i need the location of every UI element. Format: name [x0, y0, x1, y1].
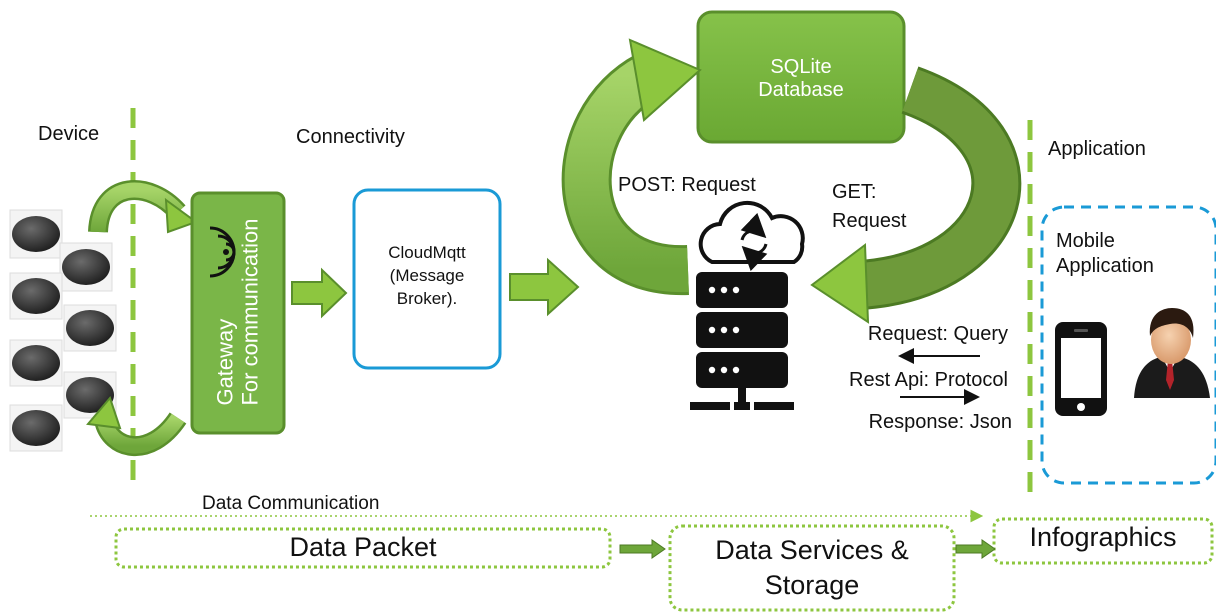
section-label-device: Device	[38, 123, 100, 145]
cloud-server-icon	[690, 200, 805, 410]
get-request-label: GET: Request	[832, 181, 907, 233]
mobile-app-label: Mobile Application	[1056, 230, 1154, 278]
section-label-application: Application	[1048, 138, 1146, 160]
request-query-label: Request: Query	[867, 323, 1008, 345]
infographics-label: Infographics	[1029, 522, 1177, 552]
data-packet-box	[114, 527, 612, 569]
section-label-connectivity: Connectivity	[296, 126, 405, 148]
broker-label-line3: Broker).	[396, 288, 458, 308]
gateway-label-line2: For communication	[238, 218, 263, 406]
database-label: SQLite Database	[700, 56, 902, 102]
response-label: Response: Json	[868, 411, 1012, 433]
data-services-line2: Storage	[764, 569, 860, 600]
mobile-app-line2: Application	[1056, 255, 1154, 277]
gateway-label-line1: Gateway	[212, 318, 238, 406]
gateway-label: Gateway For communication	[194, 195, 282, 430]
database-label-line2: Database	[758, 79, 844, 101]
broker-label-line2: (Message	[389, 265, 465, 285]
user-avatar-icon	[1134, 308, 1210, 398]
infographics-box	[992, 517, 1214, 565]
gateway-box	[190, 191, 286, 435]
get-request-line2: Request	[832, 210, 907, 232]
arrow-packet-to-services	[619, 539, 666, 559]
smartphone-icon	[1055, 322, 1107, 416]
get-request-line1: GET:	[832, 181, 877, 203]
data-services-label: Data Services & Storage	[672, 533, 952, 602]
arrow-gateway-to-broker	[291, 267, 348, 319]
mobile-app-box	[1040, 205, 1216, 485]
sensor-device-icon	[9, 209, 117, 452]
mobile-app-line1: Mobile	[1056, 230, 1115, 252]
arrow-broker-to-server	[509, 257, 580, 317]
arrow-services-to-infographics	[955, 539, 996, 559]
rest-api-label: Rest Api: Protocol	[849, 369, 1008, 391]
wifi-signal-icon	[209, 226, 236, 278]
broker-label: CloudMqtt (Message Broker).	[356, 242, 498, 311]
data-services-box	[668, 524, 956, 612]
broker-box	[352, 188, 502, 370]
data-services-line1: Data Services &	[715, 535, 909, 565]
data-communication-label: Data Communication	[202, 493, 380, 514]
database-box	[696, 10, 906, 144]
post-request-label: POST: Request	[618, 174, 756, 196]
broker-label-line1: CloudMqtt	[388, 243, 466, 262]
data-packet-label: Data Packet	[289, 532, 437, 562]
database-label-line1: SQLite	[770, 56, 832, 78]
